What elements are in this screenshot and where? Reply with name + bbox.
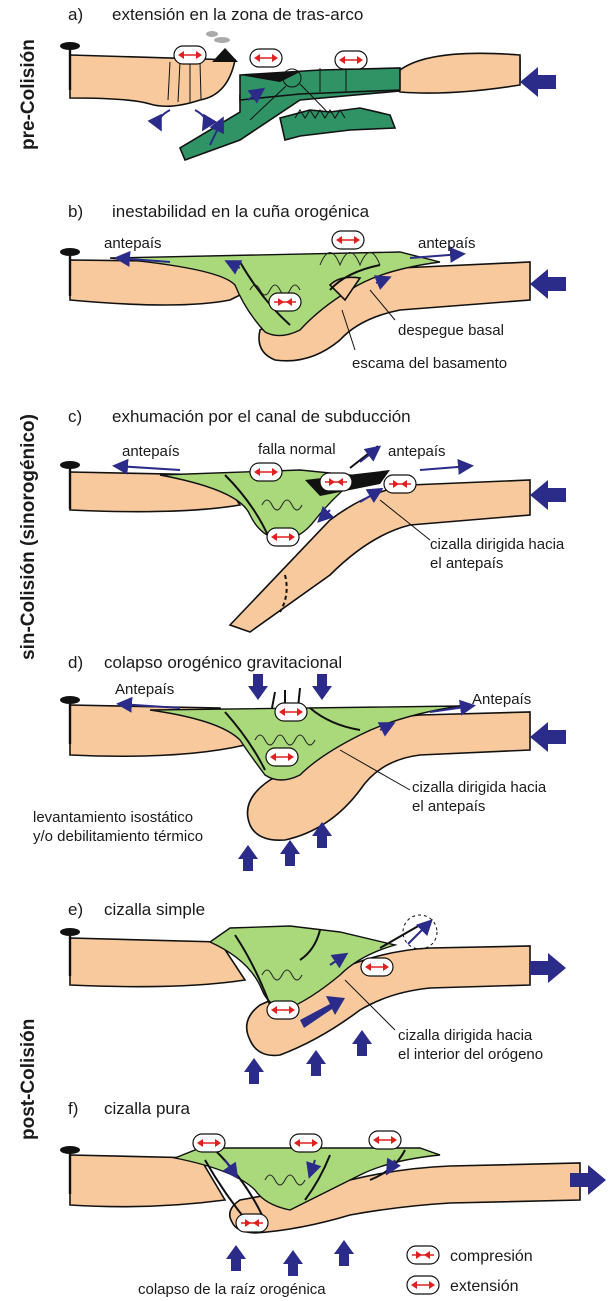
panel-d-shear-label-1: cizalla dirigida hacia: [412, 779, 547, 796]
panel-c-letter: c): [68, 407, 82, 426]
panel-b-foreland-left: antepaís: [104, 235, 162, 252]
side-label-sin: sin-Colisión (sinorogénico): [18, 414, 39, 660]
panel-d-uplift-label-1: levantamiento isostático: [33, 809, 193, 826]
panel-b-title: inestabilidad en la cuña orogénica: [112, 202, 370, 221]
panel-e-letter: e): [68, 900, 83, 919]
panel-f-root-collapse: colapso de la raíz orogénica: [138, 1281, 326, 1298]
panel-b-foreland-right: antepaís: [418, 235, 476, 252]
legend-compression-icon: [407, 1246, 439, 1264]
panel-c: c) exhumación por el canal de subducción…: [60, 407, 566, 632]
panel-c-foreland-right: antepaís: [388, 443, 446, 460]
side-label-pre: pre-Colisión: [18, 39, 39, 150]
panel-e-shear-label-2: el interior del orógeno: [398, 1046, 543, 1063]
panel-d-title: colapso orogénico gravitacional: [104, 653, 342, 672]
panel-f-letter: f): [68, 1099, 78, 1118]
panel-d: d) colapso orogénico gravitacional Antep…: [33, 653, 566, 871]
panel-b: b) inestabilidad en la cuña orogénica an…: [60, 202, 566, 372]
panel-b-letter: b): [68, 202, 83, 221]
panel-c-title: exhumación por el canal de subducción: [112, 407, 411, 426]
legend: compresión extensión: [407, 1246, 533, 1295]
panel-b-basement-slice: escama del basamento: [352, 355, 507, 372]
panel-d-letter: d): [68, 653, 83, 672]
side-label-post: post-Colisión: [18, 1019, 39, 1140]
panel-a: a) extensión en la zona de tras-arco: [60, 5, 556, 160]
panel-d-uplift-label-2: y/o debilitamiento térmico: [33, 828, 203, 845]
panel-d-foreland-left: Antepaís: [115, 681, 174, 698]
panel-c-foreland-left: antepaís: [122, 443, 180, 460]
panel-e-title: cizalla simple: [104, 900, 205, 919]
panel-a-letter: a): [68, 5, 83, 24]
panel-c-normal-fault: falla normal: [258, 441, 336, 458]
legend-extension-icon: [407, 1276, 439, 1294]
legend-compression-label: compresión: [450, 1248, 533, 1265]
panel-a-title: extensión en la zona de tras-arco: [112, 5, 363, 24]
panel-f: f) cizalla pura colapso de la raíz orogé…: [60, 1099, 606, 1298]
panel-e-shear-label-1: cizalla dirigida hacia: [398, 1027, 533, 1044]
panel-d-foreland-right: Antepaís: [472, 691, 531, 708]
panel-d-shear-label-2: el antepaís: [412, 798, 485, 815]
panel-c-shear-label-2: el antepaís: [430, 555, 503, 572]
panel-e: e) cizalla simple cizalla dirigida hacia…: [60, 900, 566, 1084]
panel-c-shear-label-1: cizalla dirigida hacia: [430, 536, 565, 553]
panel-f-title: cizalla pura: [104, 1099, 191, 1118]
legend-extension-label: extensión: [450, 1278, 519, 1295]
panel-b-basal-detachment: despegue basal: [398, 322, 504, 339]
